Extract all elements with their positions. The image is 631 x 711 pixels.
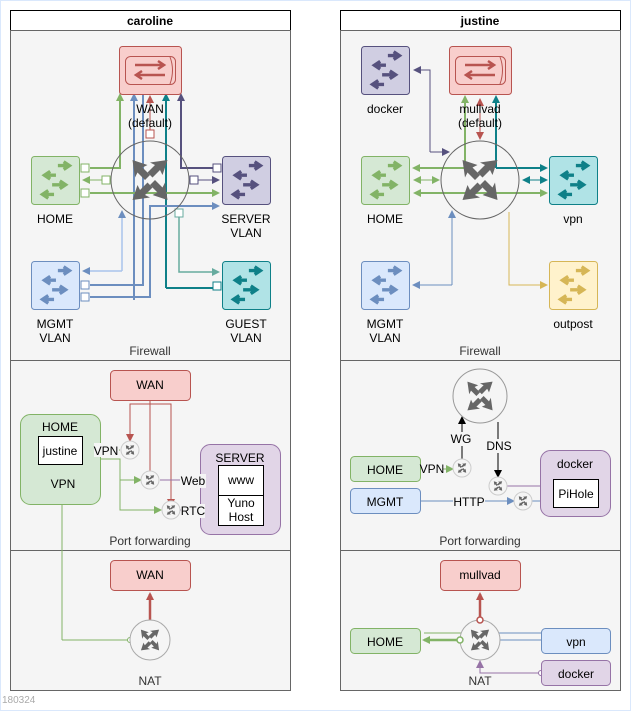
justine-pf-home[interactable]: HOME bbox=[350, 456, 421, 482]
edge-label-dns: DNS bbox=[486, 439, 511, 453]
caroline-home-group-label: HOME bbox=[42, 420, 78, 434]
justine-firewall-router[interactable] bbox=[440, 140, 520, 220]
justine-pf-mgmt-label: MGMT bbox=[367, 495, 404, 509]
justine-pf-router-dns[interactable] bbox=[488, 476, 508, 496]
caroline-guest-label-vlan: VLAN bbox=[230, 331, 261, 345]
caroline-firewall-links bbox=[82, 93, 221, 300]
justine-title: justine bbox=[460, 14, 500, 28]
yunohost-label-2: Host bbox=[229, 510, 254, 524]
justine-mgmt-label: MGMT bbox=[367, 317, 404, 331]
justine-vpn-switch[interactable] bbox=[549, 156, 598, 205]
caroline-wan-label: WAN bbox=[136, 102, 164, 116]
justine-vpn-label: vpn bbox=[563, 212, 582, 226]
justine-pf-router[interactable] bbox=[452, 368, 508, 424]
caroline-wan-label-default: (default) bbox=[128, 116, 172, 130]
justine-nat-docker-label: docker bbox=[558, 667, 594, 681]
edge-label-rtc: RTC bbox=[181, 504, 206, 518]
justine-host-box bbox=[38, 436, 83, 465]
edge-label-vpn: VPN bbox=[420, 462, 445, 476]
caroline-server-group-label: SERVER bbox=[215, 451, 264, 465]
caroline-nat-router[interactable] bbox=[129, 619, 171, 661]
caroline-wan-pf[interactable]: WAN bbox=[110, 370, 191, 401]
edge-label-http: HTTP bbox=[453, 495, 484, 509]
justine-pf-router-http[interactable] bbox=[513, 491, 533, 511]
justine-pf-router-wg[interactable] bbox=[452, 458, 472, 478]
edge-label-web: Web bbox=[181, 474, 206, 488]
justine-mgmt-switch[interactable] bbox=[361, 261, 410, 310]
justine-firewall-section-label: Firewall bbox=[459, 344, 500, 358]
justine-docker-label: docker bbox=[367, 102, 403, 116]
justine-mullvad-label-default: (default) bbox=[458, 116, 502, 130]
caroline-pf-router-vpn[interactable] bbox=[120, 440, 140, 460]
justine-outpost-switch[interactable] bbox=[549, 261, 598, 310]
caroline-title: caroline bbox=[127, 14, 173, 28]
justine-nat-mullvad[interactable]: mullvad bbox=[440, 560, 521, 591]
caroline-firewall-router[interactable] bbox=[110, 140, 190, 220]
justine-outpost-label: outpost bbox=[553, 317, 593, 331]
justine-nat-router[interactable] bbox=[459, 619, 501, 661]
pihole-box bbox=[553, 479, 599, 508]
caroline-wan-node[interactable] bbox=[119, 46, 182, 95]
caroline-server-group[interactable]: SERVER www Yuno Host bbox=[200, 444, 281, 535]
caroline-home-group[interactable]: HOME justine bbox=[20, 414, 101, 505]
justine-firewall-links bbox=[412, 66, 548, 289]
yunohost-box bbox=[218, 495, 264, 526]
justine-host-label: justine bbox=[42, 444, 78, 458]
caroline-mgmt-label: MGMT bbox=[37, 317, 74, 331]
justine-docker-switch[interactable] bbox=[361, 46, 410, 95]
justine-nat-home-label: HOME bbox=[367, 635, 403, 649]
caroline-pf-section-label: Port forwarding bbox=[109, 534, 190, 548]
caroline-nat-wan-label: WAN bbox=[136, 568, 164, 582]
caroline-pf-router-rtc[interactable] bbox=[161, 500, 181, 520]
caroline-ports bbox=[80, 129, 222, 302]
justine-mullvad-label: mullvad bbox=[459, 102, 500, 116]
justine-pf-home-label: HOME bbox=[367, 463, 403, 477]
justine-nat-section-label: NAT bbox=[468, 674, 492, 688]
justine-pf-section-label: Port forwarding bbox=[439, 534, 520, 548]
justine-nat-vpn-label: vpn bbox=[566, 635, 585, 649]
justine-nat-mullvad-label: mullvad bbox=[459, 568, 500, 582]
justine-nat-vpn[interactable]: vpn bbox=[541, 628, 611, 654]
justine-nat-docker[interactable]: docker bbox=[541, 660, 611, 686]
caroline-firewall-section-label: Firewall bbox=[129, 344, 170, 358]
caroline-server-label: SERVER bbox=[221, 212, 270, 226]
footer-date: 180324 bbox=[2, 695, 36, 706]
yunohost-label-1: Yuno bbox=[227, 496, 255, 510]
caroline-pf-router-web[interactable] bbox=[140, 470, 160, 490]
justine-mullvad-node[interactable] bbox=[449, 46, 512, 95]
edge-label-wg: WG bbox=[451, 432, 472, 446]
justine-nat-home[interactable]: HOME bbox=[350, 628, 421, 654]
caroline-server-label-vlan: VLAN bbox=[230, 226, 261, 240]
justine-docker-group[interactable]: docker PiHole bbox=[540, 450, 611, 517]
edge-label-vpn: VPN bbox=[94, 444, 119, 458]
caroline-home-label: HOME bbox=[37, 212, 73, 226]
caroline-mgmt-label-vlan: VLAN bbox=[39, 331, 70, 345]
caroline-nat-wan[interactable]: WAN bbox=[110, 560, 191, 591]
caroline-guest-label: GUEST bbox=[225, 317, 267, 331]
caroline-mgmt-switch[interactable] bbox=[31, 261, 80, 310]
pihole-label: PiHole bbox=[558, 487, 594, 501]
justine-pf-mgmt[interactable]: MGMT bbox=[350, 488, 421, 514]
caroline-home-switch[interactable] bbox=[31, 156, 80, 205]
caroline-nat-section-label: NAT bbox=[138, 674, 162, 688]
edge-label-vpn-nat: VPN bbox=[51, 477, 76, 491]
justine-docker-group-label: docker bbox=[557, 457, 593, 471]
caroline-server-switch[interactable] bbox=[222, 156, 271, 205]
justine-mgmt-label-vlan: VLAN bbox=[369, 331, 400, 345]
www-box bbox=[218, 465, 264, 496]
caroline-wan-pf-label: WAN bbox=[136, 378, 164, 392]
www-label: www bbox=[227, 473, 254, 487]
caroline-guest-switch[interactable] bbox=[222, 261, 271, 310]
justine-home-switch[interactable] bbox=[361, 156, 410, 205]
justine-home-label: HOME bbox=[367, 212, 403, 226]
